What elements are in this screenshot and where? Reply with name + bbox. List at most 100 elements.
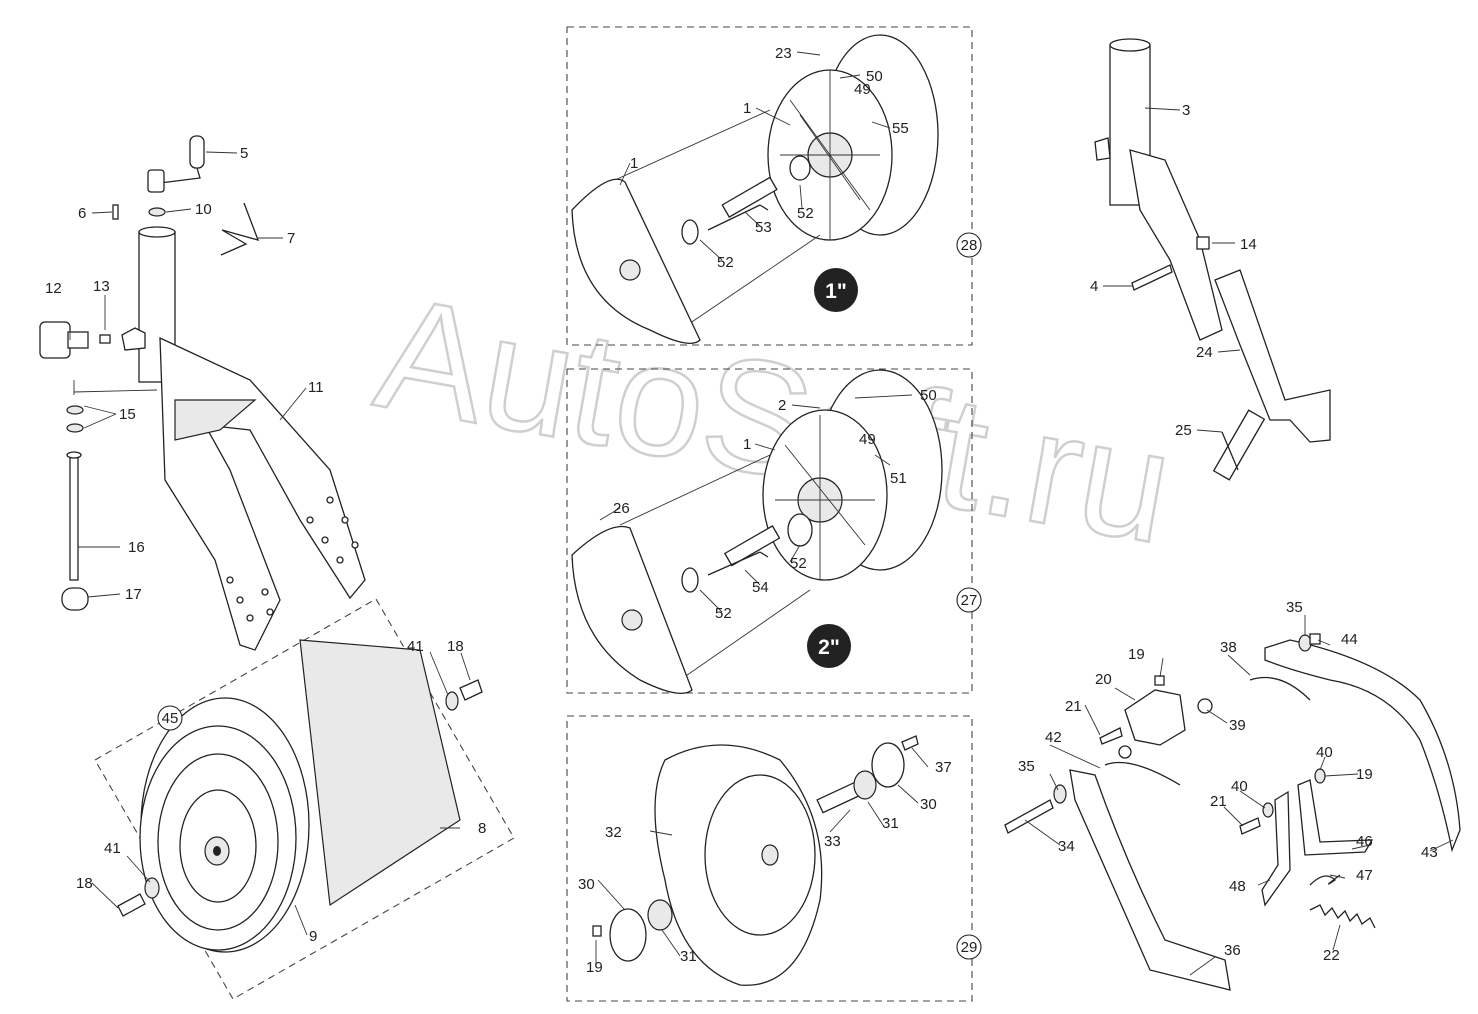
hub-plate-b-spokes [775,415,875,580]
label-part: 12 [45,280,62,297]
arm-tube-top [138,226,176,238]
spring-38 [1249,676,1311,701]
axle-53 [721,176,778,218]
pin-25 [1221,431,1239,471]
label-part: 6 [78,205,86,222]
washer-42-pin [1118,745,1132,759]
plate-48 [1261,790,1291,907]
nut-44 [1309,633,1321,645]
label-part: 31 [882,815,899,832]
pin-6 [112,204,119,220]
knob-stem [67,331,89,349]
knob-12 [39,321,71,359]
rod-guide-line [73,380,158,395]
label-part: 19 [1356,766,1373,783]
group-box-29 [566,715,973,1002]
washer-15b [66,423,84,433]
size-badges: 1" 2" [807,268,858,668]
bearing-31-top [853,770,877,800]
label-part: 13 [93,278,110,295]
link-24 [1214,269,1331,443]
bearing-52a [681,219,699,245]
label-part: 52 [790,555,807,572]
label-part: 1 [743,100,751,117]
spring-clip-7 [220,202,260,256]
label-part: 32 [605,824,622,841]
label-part: 39 [1229,717,1246,734]
label-part: 10 [195,201,212,218]
block-20 [1124,689,1186,746]
label-part: 4 [1090,278,1098,295]
group-circle [956,934,982,960]
spring-22 [1309,904,1376,929]
label-part: 48 [1229,878,1246,895]
washer-35-left [1053,784,1067,804]
scraper-assembly [1004,633,1461,991]
label-part: 21 [1210,793,1227,810]
hub-plate-spokes [780,70,880,240]
label-part: 41 [104,840,121,857]
label-part: 30 [920,796,937,813]
stud-13 [99,334,111,344]
washer-35-top [1298,634,1312,652]
label-part: 50 [920,387,937,404]
right-arm-assembly [1094,38,1331,481]
label-part: 49 [854,81,871,98]
label-part: 9 [309,928,317,945]
label-part: 19 [586,959,603,976]
label-part: 1 [630,155,638,172]
label-part: 38 [1220,639,1237,656]
wheel-32-hub [761,844,779,866]
axle-54 [723,525,781,567]
bolt-34 [1004,799,1054,834]
washer-40-right [1314,768,1326,784]
tire-8-side [299,639,461,907]
label-part: 20 [1095,671,1112,688]
bolt-18-bottom [117,893,146,917]
label-part: 22 [1323,947,1340,964]
spring-42 [1104,761,1181,786]
leader-lines [69,51,1454,976]
label-part: 37 [935,759,952,776]
label-part: 36 [1224,942,1241,959]
bearing-31-bottom [647,899,673,931]
group-number: 45 [162,710,179,727]
label-part: 16 [128,539,145,556]
label-part: 18 [76,875,93,892]
label-part: 52 [717,254,734,271]
arm-bracket-right [1129,149,1223,341]
label-part: 46 [1356,833,1373,850]
lock-block [121,327,146,351]
label-part: 5 [240,145,248,162]
group-circle [157,705,183,731]
bolt-4 [1131,264,1173,291]
scraper-43 [1264,639,1461,853]
washer-41-bottom [144,877,160,899]
axis-lines [614,109,821,331]
axle-53-bracket [707,204,769,231]
hub-plate-1-front [571,178,701,344]
label-part: 34 [1058,838,1075,855]
nut-19-bottom [592,925,602,937]
label-part: 8 [478,820,486,837]
label-part: 3 [1182,102,1190,119]
label-part: 24 [1196,344,1213,361]
label-part: 44 [1341,631,1358,648]
label-part: 40 [1316,744,1333,761]
rim-hub-hole [213,846,221,856]
crank-hub [147,169,165,193]
label-part: 23 [775,45,792,62]
label-part: 53 [755,219,772,236]
washer-10 [148,207,166,217]
label-part: 7 [287,230,295,247]
link-24-shaft [1212,409,1266,481]
rod-16 [69,454,79,581]
group-number: 29 [961,939,978,956]
group-circle [956,232,982,258]
label-part: 18 [447,638,464,655]
tube-3-top [1109,38,1151,52]
label-part: 42 [1045,729,1062,746]
label-part: 52 [797,205,814,222]
left-arm-assembly [39,135,366,651]
